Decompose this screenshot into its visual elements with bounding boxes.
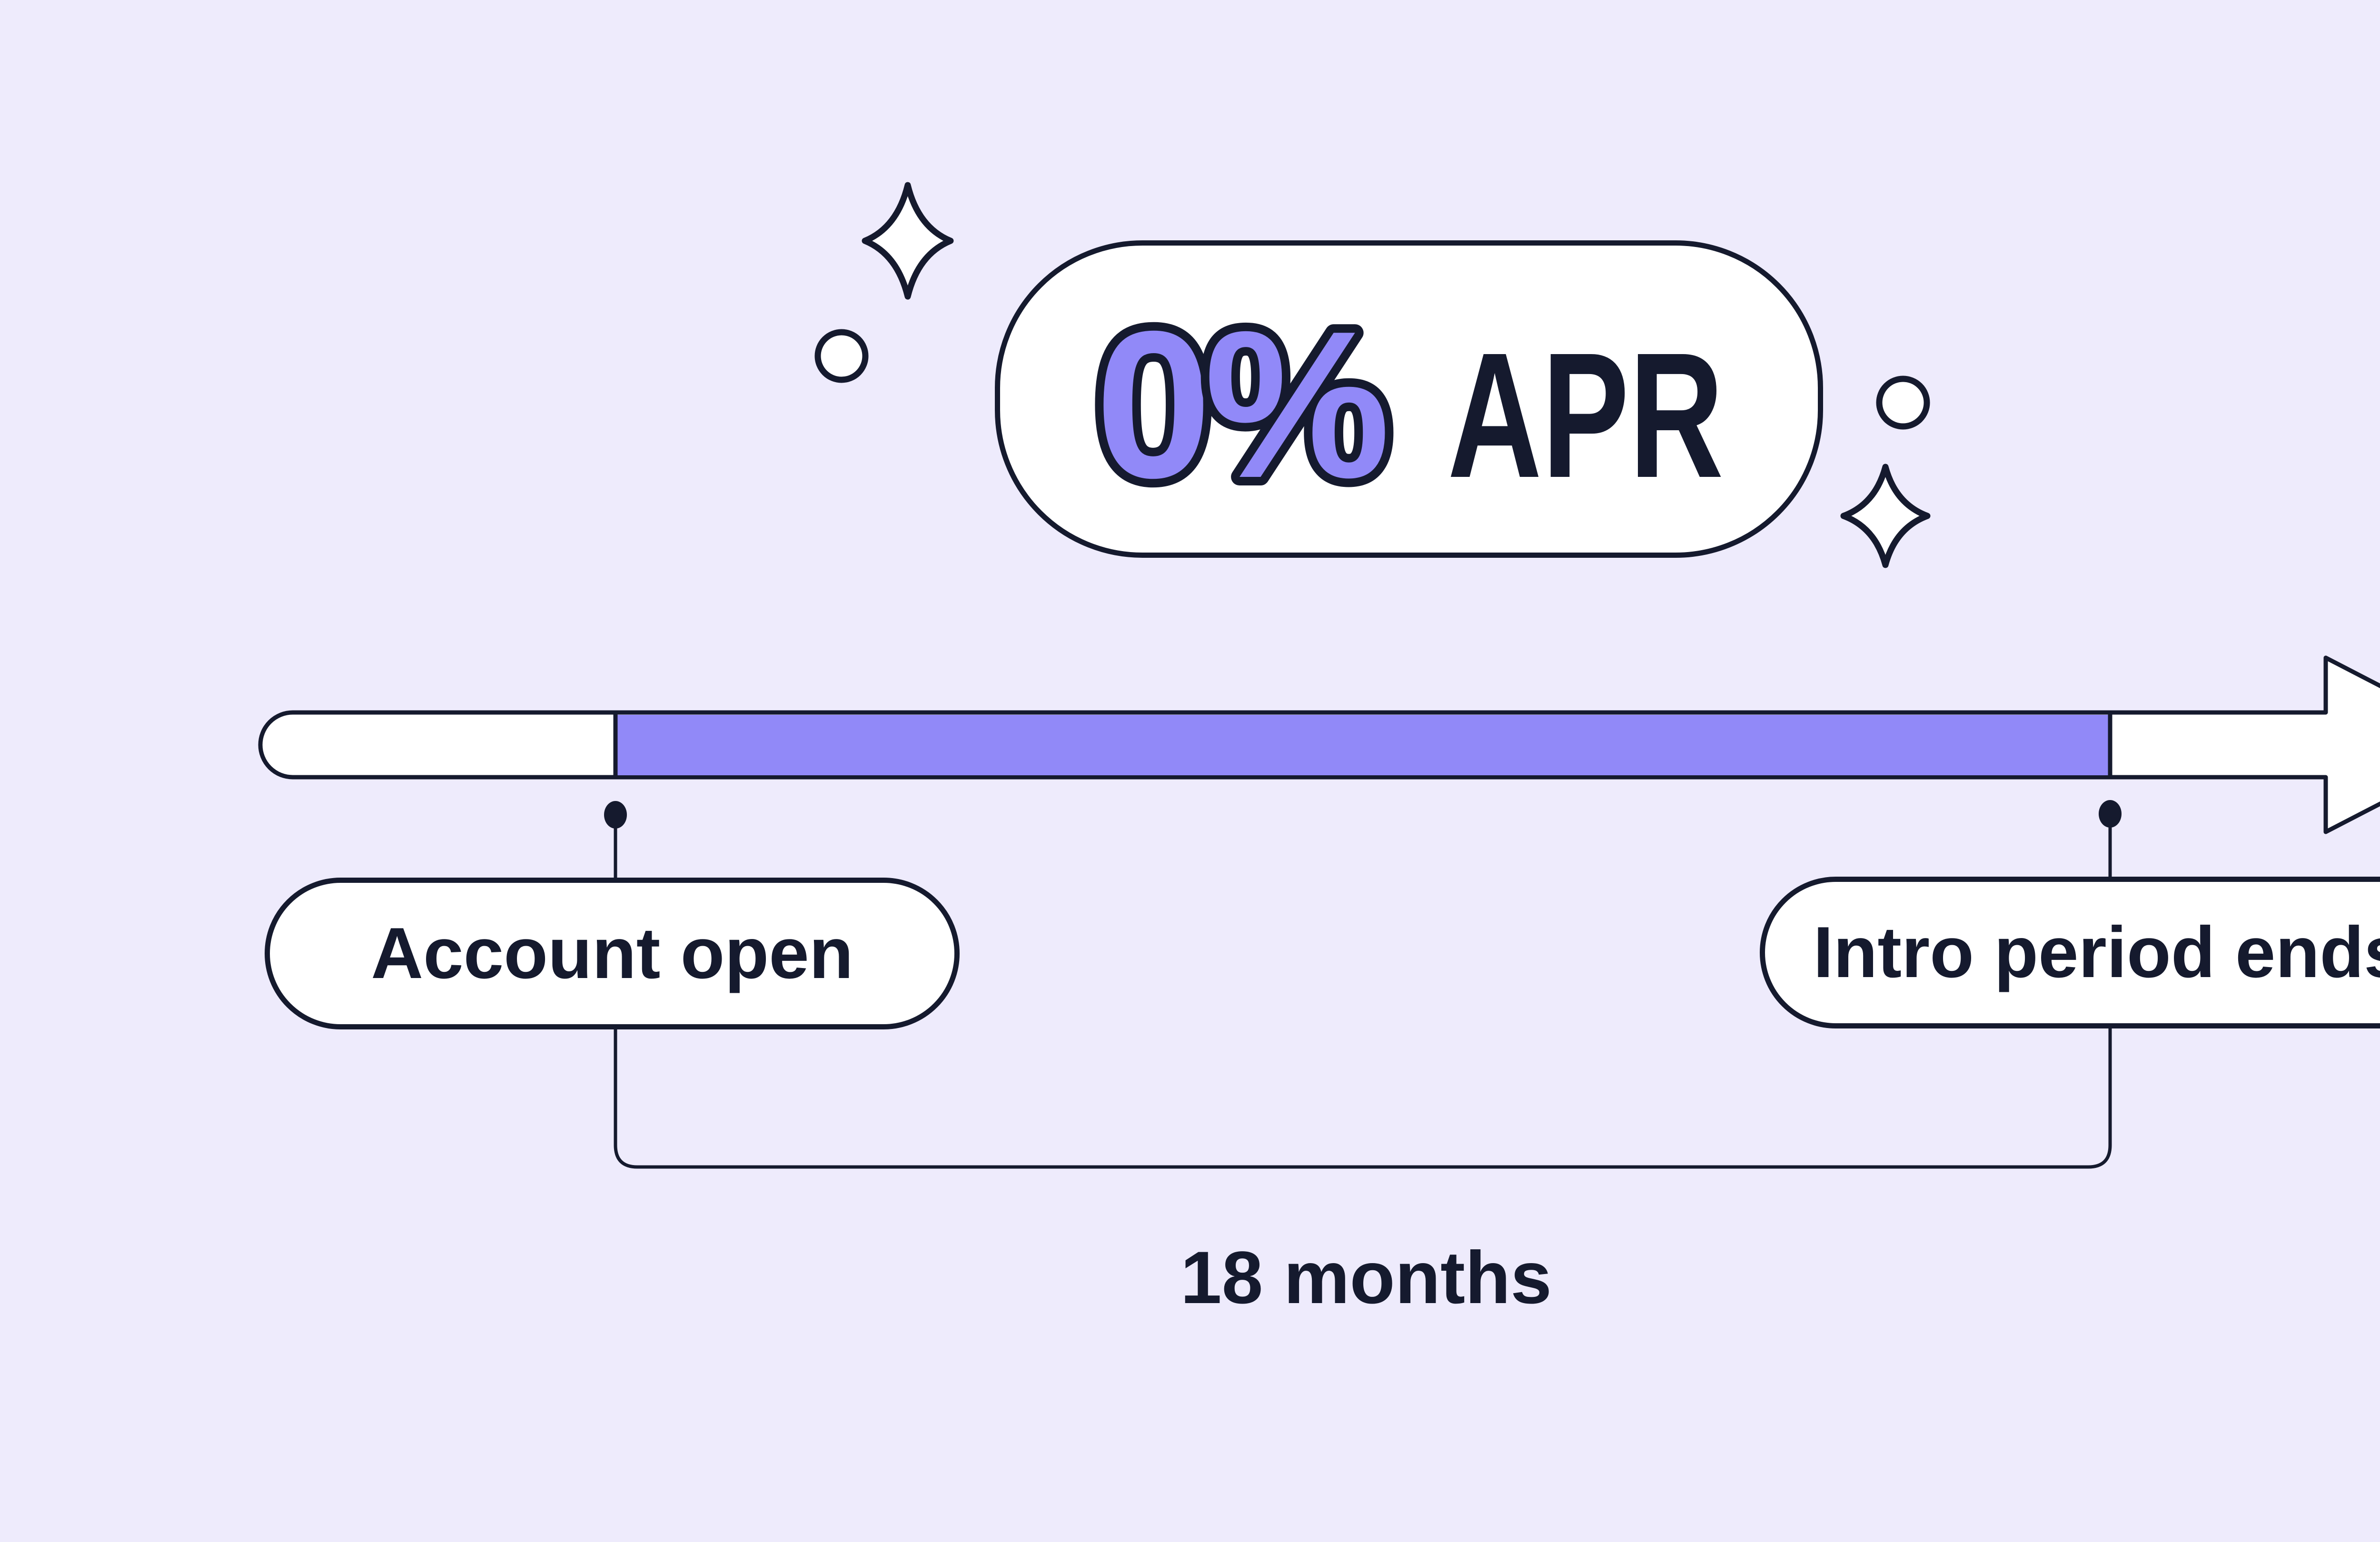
duration-label: 18 months — [1019, 1223, 1714, 1333]
apr-badge: 0% APR — [995, 240, 1823, 558]
circle-icon — [814, 329, 869, 383]
sparkle-icon — [1840, 464, 1931, 568]
duration-bracket — [614, 813, 2112, 1169]
sparkle-icon — [862, 182, 954, 300]
intro-period-ends-label: Intro period ends — [1760, 877, 2380, 1028]
end-marker-dot — [2099, 800, 2122, 828]
duration-text: 18 months — [1180, 1236, 1552, 1319]
apr-label: APR — [1448, 316, 1724, 515]
circle-icon — [1876, 376, 1930, 430]
intro-period-ends-text: Intro period ends — [1813, 912, 2380, 993]
account-open-label: Account open — [265, 878, 960, 1029]
account-open-text: Account open — [371, 913, 853, 994]
apr-badge-text: 0% APR — [1087, 279, 1724, 530]
rate-value: 0% — [1095, 288, 1390, 522]
intro-period-segment — [615, 715, 2110, 775]
start-marker-dot — [604, 801, 627, 829]
